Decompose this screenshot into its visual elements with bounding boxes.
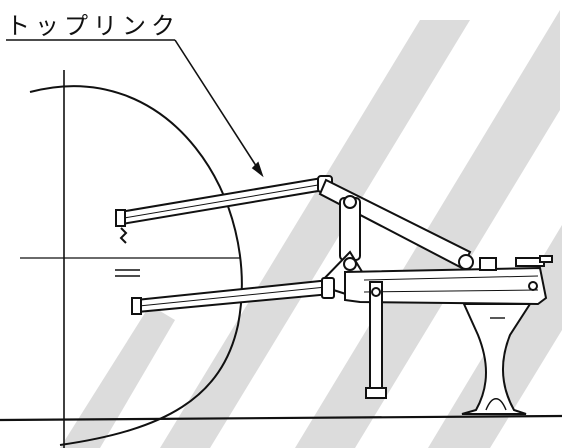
lower-link bbox=[131, 277, 335, 315]
top-link-chain bbox=[119, 227, 128, 244]
lower-link-end-fitting bbox=[131, 297, 142, 315]
ground-line bbox=[0, 414, 562, 422]
frame-bracket bbox=[479, 257, 497, 271]
top-link-end-fitting bbox=[115, 209, 126, 227]
lower-link-rear-joint bbox=[321, 277, 335, 299]
main-frame bbox=[344, 255, 553, 306]
top-link-label: トップリンク bbox=[6, 12, 180, 40]
reference-lines bbox=[0, 70, 562, 448]
support-pedestal bbox=[461, 303, 532, 415]
control-knob bbox=[539, 255, 553, 263]
stand-leg bbox=[365, 281, 387, 399]
callout-leader bbox=[6, 39, 264, 178]
leader-arrowhead bbox=[251, 161, 264, 178]
